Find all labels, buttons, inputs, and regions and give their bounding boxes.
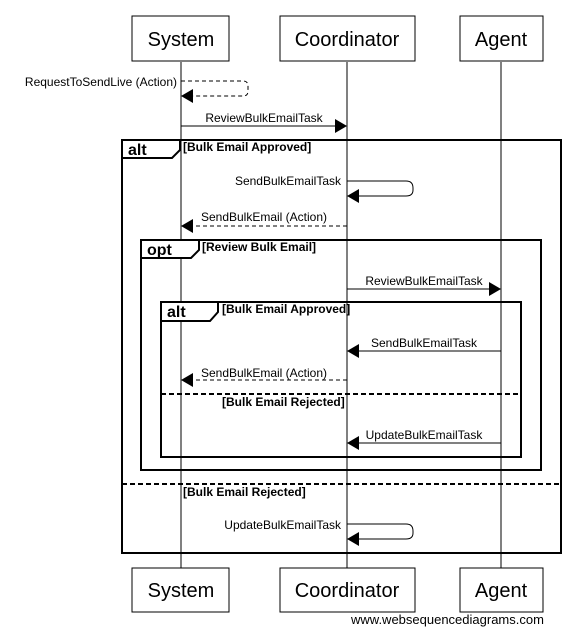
actor-system-bottom[interactable]: System <box>131 567 230 613</box>
arrowhead-icon <box>181 89 193 103</box>
arrowhead-icon <box>347 532 359 546</box>
message-update-bulk-email-task-agent: UpdateBulkEmailTask <box>347 428 501 450</box>
message-send-bulk-email-task-self: SendBulkEmailTask <box>235 174 414 203</box>
actor-agent-top[interactable]: Agent <box>459 15 544 62</box>
arrowhead-icon <box>489 282 501 296</box>
actor-agent-bottom[interactable]: Agent <box>459 567 544 613</box>
arrowhead-icon <box>181 219 193 233</box>
frame-opt-condition: [Review Bulk Email] <box>202 240 316 254</box>
watermark[interactable]: www.websequencediagrams.com <box>351 612 544 627</box>
actor-agent-bottom-label: Agent <box>475 580 528 602</box>
message-send-bulk-email-action-label: SendBulkEmail (Action) <box>201 210 327 224</box>
frame-inner-alt-type: alt <box>167 304 186 321</box>
arrowhead-icon <box>347 436 359 450</box>
message-update-bulk-email-task-self-label: UpdateBulkEmailTask <box>224 518 342 532</box>
actor-system-bottom-label: System <box>148 580 215 602</box>
actor-system-top[interactable]: System <box>131 15 230 62</box>
actor-coordinator-bottom-label: Coordinator <box>295 580 400 602</box>
actor-system-top-label: System <box>148 29 215 51</box>
arrowhead-icon <box>181 373 193 387</box>
arrowhead-icon <box>335 119 347 133</box>
message-send-bulk-email-task-self-label: SendBulkEmailTask <box>235 174 342 188</box>
message-review-bulk-email-task-label: ReviewBulkEmailTask <box>205 111 323 125</box>
message-send-bulk-email-action: SendBulkEmail (Action) <box>181 210 347 233</box>
message-update-bulk-email-task-agent-label: UpdateBulkEmailTask <box>366 428 484 442</box>
frame-inner-alt-condition: [Bulk Email Approved] <box>222 302 350 316</box>
arrowhead-icon <box>347 344 359 358</box>
message-request-to-send-live-label: RequestToSendLive (Action) <box>25 75 177 89</box>
frame-outer-alt-condition: [Bulk Email Approved] <box>183 140 311 154</box>
actor-coordinator-top[interactable]: Coordinator <box>279 15 416 62</box>
frame-outer-alt: alt [Bulk Email Approved] [Bulk Email Re… <box>121 139 562 554</box>
actor-coordinator-bottom[interactable]: Coordinator <box>279 567 416 613</box>
message-review-bulk-email-task-agent-label: ReviewBulkEmailTask <box>365 274 483 288</box>
message-send-bulk-email-task-agent: SendBulkEmailTask <box>347 336 501 358</box>
frame-inner-alt: alt [Bulk Email Approved] [Bulk Email Re… <box>160 301 522 458</box>
frame-outer-alt-else-condition: [Bulk Email Rejected] <box>183 485 306 499</box>
actor-agent-top-label: Agent <box>475 29 528 51</box>
message-send-bulk-email-action-inner: SendBulkEmail (Action) <box>181 366 347 387</box>
frame-opt-type: opt <box>147 242 173 259</box>
message-request-to-send-live: RequestToSendLive (Action) <box>25 75 249 103</box>
message-send-bulk-email-task-agent-label: SendBulkEmailTask <box>371 336 478 350</box>
frame-inner-alt-else-condition: [Bulk Email Rejected] <box>222 395 345 409</box>
message-review-bulk-email-task: ReviewBulkEmailTask <box>181 111 347 133</box>
arrowhead-icon <box>347 189 359 203</box>
frame-outer-alt-type: alt <box>128 142 147 159</box>
message-review-bulk-email-task-agent: ReviewBulkEmailTask <box>347 274 501 296</box>
actor-coordinator-top-label: Coordinator <box>295 29 400 51</box>
message-send-bulk-email-action-inner-label: SendBulkEmail (Action) <box>201 366 327 380</box>
frame-opt: opt [Review Bulk Email] <box>140 239 542 471</box>
message-update-bulk-email-task-self: UpdateBulkEmailTask <box>224 518 414 546</box>
